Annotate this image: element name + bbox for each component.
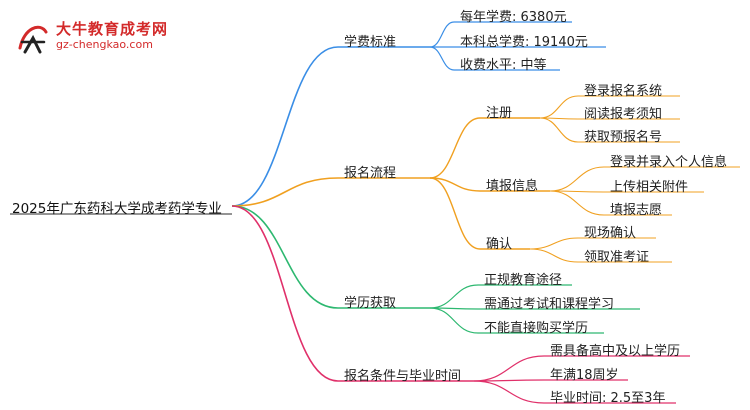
condition-item: 年满18周岁: [550, 368, 619, 383]
connector-line: [549, 190, 605, 216]
connector-line: [473, 380, 545, 404]
condition-item: 需具备高中及以上学历: [550, 344, 681, 359]
register-item: 获取预报名号: [584, 130, 663, 145]
connector-line: [429, 46, 455, 71]
connector-line: [231, 205, 339, 382]
connector-line: [539, 95, 579, 119]
condition-item: 毕业时间: 2.5至3年: [550, 391, 666, 406]
logo-title: 大牛教育成考网: [56, 20, 169, 38]
register-item: 阅读报考须知: [584, 107, 663, 122]
site-logo[interactable]: 大牛教育成考网 gz-chengkao.com: [16, 16, 176, 58]
branch-conditions: 报名条件与毕业时间: [344, 369, 462, 384]
register-item: 登录报名系统: [584, 84, 663, 99]
connector-line: [429, 307, 479, 334]
fill-info-item: 上传相关附件: [610, 180, 689, 195]
tuition-item: 收费水平: 中等: [460, 58, 547, 73]
fill-info-item: 填报志愿: [610, 203, 663, 218]
degree-item: 正规教育途径: [484, 273, 563, 288]
branch-registration: 报名流程: [344, 166, 397, 181]
connector-line: [231, 46, 339, 207]
connector-line: [231, 177, 339, 207]
tuition-item: 每年学费: 6380元: [460, 10, 567, 25]
connector-line: [529, 237, 579, 250]
degree-item: 不能直接购买学历: [484, 321, 589, 336]
connector-line: [429, 284, 479, 309]
logo-url[interactable]: gz-chengkao.com: [56, 38, 153, 51]
connector-line: [529, 248, 579, 263]
connector-line: [429, 177, 481, 250]
logo-mark-icon: [18, 25, 48, 54]
connector-line: [429, 177, 481, 192]
connector-line: [549, 166, 605, 192]
step-fill-info: 填报信息: [486, 179, 539, 194]
degree-item: 需通过考试和课程学习: [484, 297, 615, 312]
fill-info-item: 登录并录入个人信息: [610, 155, 728, 170]
branch-degree: 学历获取: [344, 296, 397, 311]
connector-line: [429, 117, 481, 179]
connector-line: [539, 117, 579, 143]
tuition-item: 本科总学费: 19140元: [460, 35, 588, 50]
branch-tuition: 学费标准: [344, 35, 397, 50]
connector-line: [473, 355, 545, 382]
connector-line: [231, 205, 339, 309]
confirm-item: 领取准考证: [584, 250, 650, 265]
step-register: 注册: [486, 106, 513, 121]
confirm-item: 现场确认: [584, 226, 637, 241]
root-topic: 2025年广东药科大学成考药学专业: [12, 201, 222, 217]
step-confirm: 确认: [486, 237, 513, 252]
connector-line: [429, 21, 455, 48]
